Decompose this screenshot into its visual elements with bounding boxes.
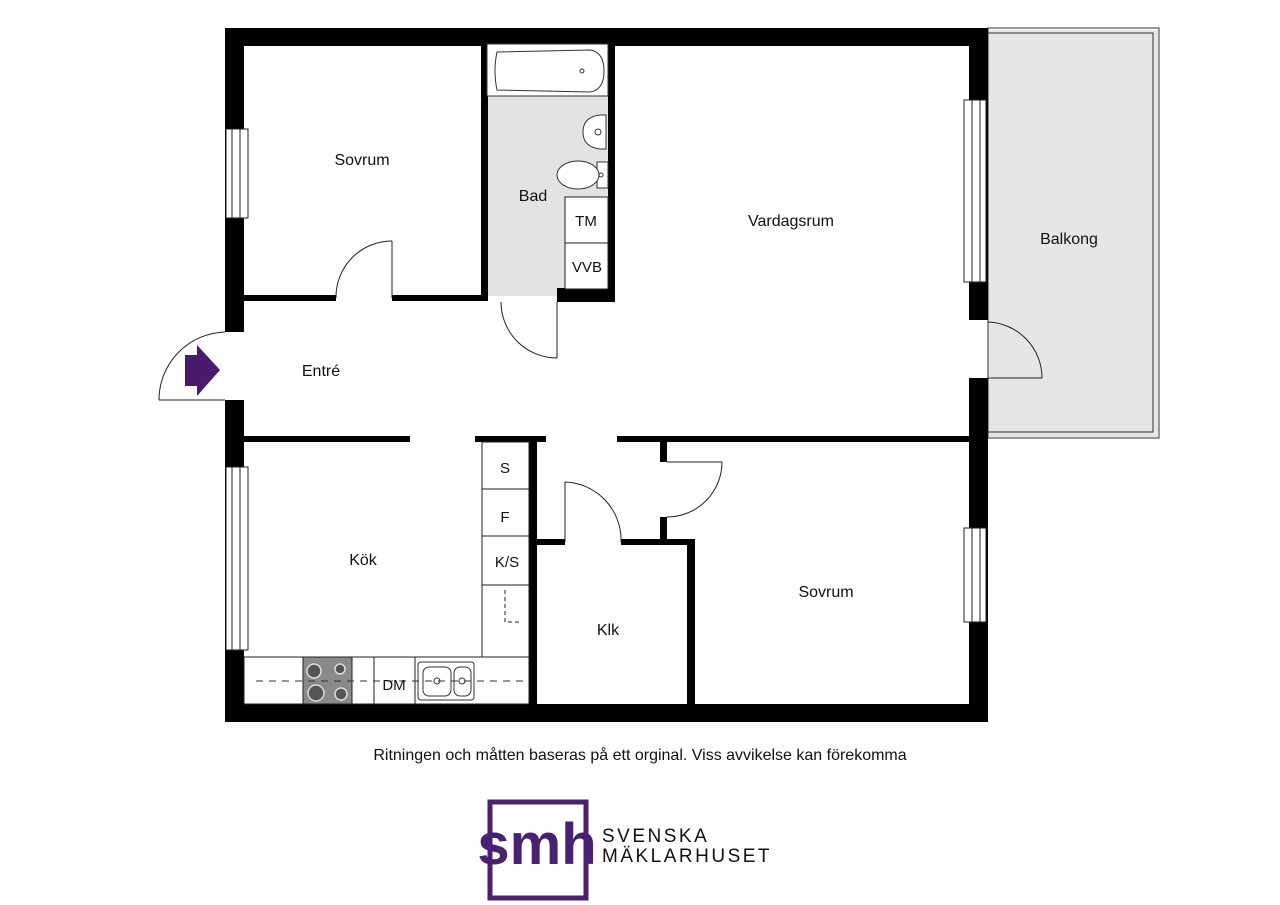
fixture-label-dm: DM [382, 677, 405, 694]
logo-mark: smh [477, 812, 596, 877]
room-label-sovrum-bottom: Sovrum [798, 584, 853, 601]
brand-logo: smh SVENSKA MÄKLARHUSET [477, 799, 772, 901]
room-label-klk: Klk [597, 622, 620, 639]
balcony-floor [988, 30, 1158, 437]
kitchen-cabinets [481, 441, 530, 658]
fixture-label-s: S [500, 460, 510, 477]
bathroom-cabinets [564, 196, 609, 290]
room-label-vardagsrum: Vardagsrum [748, 213, 834, 230]
entrance-arrow-icon [185, 345, 220, 396]
logo-line-2: MÄKLARHUSET [602, 846, 772, 867]
fixture-label-tm: TM [575, 213, 597, 230]
fixture-label-f: F [500, 509, 509, 526]
room-label-sovrum-top: Sovrum [334, 152, 389, 169]
room-label-balkong: Balkong [1040, 231, 1098, 248]
windows [225, 99, 987, 651]
fixture-label-vvb: VVB [572, 259, 602, 276]
logo-line-1: SVENSKA [602, 826, 709, 847]
room-label-bad: Bad [519, 188, 547, 205]
doors [158, 240, 1043, 543]
bathroom-fixtures [486, 43, 609, 190]
disclaimer-text: Ritningen och måtten baseras på ett orgi… [373, 747, 907, 764]
room-label-kok: Kök [349, 552, 378, 569]
interior-walls [244, 44, 969, 704]
fixture-label-ks: K/S [495, 554, 519, 571]
room-label-entre: Entré [302, 363, 340, 380]
kitchen-counter [243, 656, 530, 705]
